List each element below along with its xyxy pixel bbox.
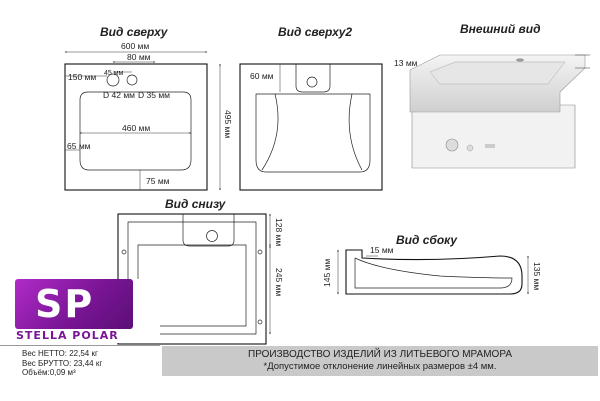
top2-tap-platform bbox=[295, 64, 331, 93]
top2-view-outline bbox=[239, 63, 383, 191]
product-specs: Вес НЕТТО: 22,54 кг Вес БРУТТО: 23,44 кг… bbox=[0, 345, 160, 401]
bottom-tap-hole bbox=[206, 230, 218, 242]
dim-150: 150 мм bbox=[68, 72, 96, 82]
dim-65: 65 мм bbox=[67, 141, 91, 151]
production-banner: ПРОИЗВОДСТВО ИЗДЕЛИЙ ИЗ ЛИТЬЕВОГО МРАМОР… bbox=[162, 346, 598, 376]
bottom-view-title: Вид снизу bbox=[165, 197, 227, 211]
dim-45: 45 мм bbox=[104, 70, 124, 77]
top-view-basin bbox=[79, 91, 192, 171]
hole-d42-label: D 42 мм bbox=[103, 90, 135, 100]
top2-tap-hole bbox=[306, 76, 318, 88]
brand-name: STELLA POLAR bbox=[16, 329, 119, 342]
spec-net-weight: Вес НЕТТО: 22,54 кг bbox=[22, 349, 98, 358]
drain-hole-d42 bbox=[106, 73, 120, 87]
top-view: Вид сверху 600 мм 80 мм 45 мм 150 мм D 4… bbox=[64, 25, 233, 191]
machine-knob bbox=[445, 138, 459, 152]
dim-128: 128 мм bbox=[274, 218, 284, 246]
dim-135: 135 мм bbox=[532, 262, 542, 290]
logo-mark: SP bbox=[35, 282, 95, 326]
banner-tolerance-note: *Допустимое отклонение линейных размеров… bbox=[263, 361, 497, 372]
top-view-title: Вид сверху bbox=[100, 25, 169, 39]
dim-13: 13 мм bbox=[394, 58, 418, 68]
dim-495: 495 мм bbox=[223, 110, 233, 138]
dim-15: 15 мм bbox=[370, 245, 394, 255]
top-view-outline bbox=[64, 63, 208, 191]
side-view: Вид сбоку 15 мм 145 мм 135 мм bbox=[322, 233, 542, 295]
spec-gross-weight: Вес БРУТТО: 23,44 кг bbox=[22, 358, 103, 368]
top2-view: Вид сверху2 60 мм bbox=[239, 25, 383, 191]
dim-145: 145 мм bbox=[322, 259, 332, 287]
spec-volume: Объём:0,09 м³ bbox=[22, 368, 76, 377]
dim-60: 60 мм bbox=[250, 71, 274, 81]
dim-245: 245 мм bbox=[274, 268, 284, 296]
exterior-view: Внешний вид 13 мм bbox=[394, 22, 590, 169]
dim-80: 80 мм bbox=[127, 52, 151, 62]
washing-machine-body bbox=[411, 104, 576, 169]
bottom-tap-platform bbox=[182, 214, 235, 247]
brand-logo: SP STELLA POLAR bbox=[10, 279, 160, 343]
top2-view-title: Вид сверху2 bbox=[278, 25, 352, 39]
top2-basin bbox=[255, 93, 371, 173]
hole-d35-label: D 35 мм bbox=[138, 90, 170, 100]
side-profile bbox=[345, 249, 523, 295]
logo-mark-box: SP bbox=[15, 279, 133, 329]
exterior-view-title: Внешний вид bbox=[460, 22, 541, 36]
banner-title: ПРОИЗВОДСТВО ИЗДЕЛИЙ ИЗ ЛИТЬЕВОГО МРАМОР… bbox=[248, 349, 512, 360]
dim-600: 600 мм bbox=[121, 41, 149, 51]
dim-460: 460 мм bbox=[122, 123, 150, 133]
dim-75: 75 мм bbox=[146, 176, 170, 186]
side-view-title: Вид сбоку bbox=[396, 233, 458, 247]
tap-hole-d35 bbox=[126, 74, 138, 86]
